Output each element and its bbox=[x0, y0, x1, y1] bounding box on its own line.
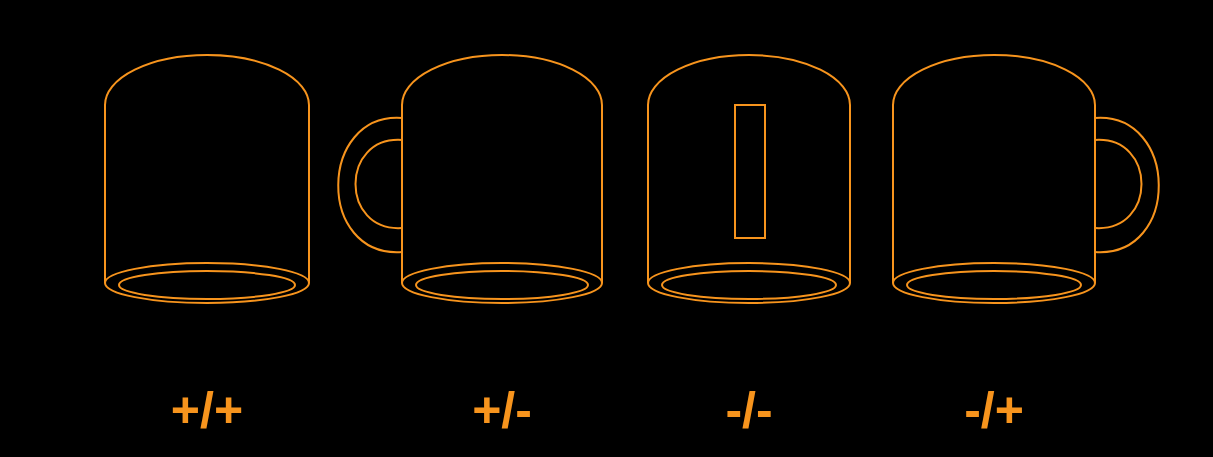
mug-base-ring bbox=[907, 271, 1081, 299]
mug-base-ring bbox=[416, 271, 588, 299]
genotype-label: -/+ bbox=[964, 385, 1024, 435]
mug-body bbox=[402, 55, 602, 283]
genotype-label: +/- bbox=[472, 385, 532, 435]
mug-base bbox=[648, 263, 850, 303]
mug-body bbox=[105, 55, 309, 283]
mug-base-ring bbox=[662, 271, 836, 299]
mug-handle-edge bbox=[735, 105, 765, 238]
mug-body bbox=[893, 55, 1095, 283]
mug-handle bbox=[1095, 118, 1159, 252]
mug bbox=[648, 55, 850, 303]
mug bbox=[893, 55, 1159, 303]
mug-handle-inner bbox=[1095, 140, 1142, 228]
mug-base bbox=[893, 263, 1095, 303]
mug-base-ring bbox=[119, 271, 295, 299]
mug-handle-inner bbox=[356, 140, 403, 228]
mug-handle bbox=[338, 118, 402, 252]
mug-body bbox=[648, 55, 850, 283]
mug-base bbox=[105, 263, 309, 303]
mug bbox=[338, 55, 602, 303]
mug bbox=[105, 55, 309, 303]
genotype-label: +/+ bbox=[171, 385, 243, 435]
mug-base bbox=[402, 263, 602, 303]
genotype-label: -/- bbox=[725, 385, 772, 435]
